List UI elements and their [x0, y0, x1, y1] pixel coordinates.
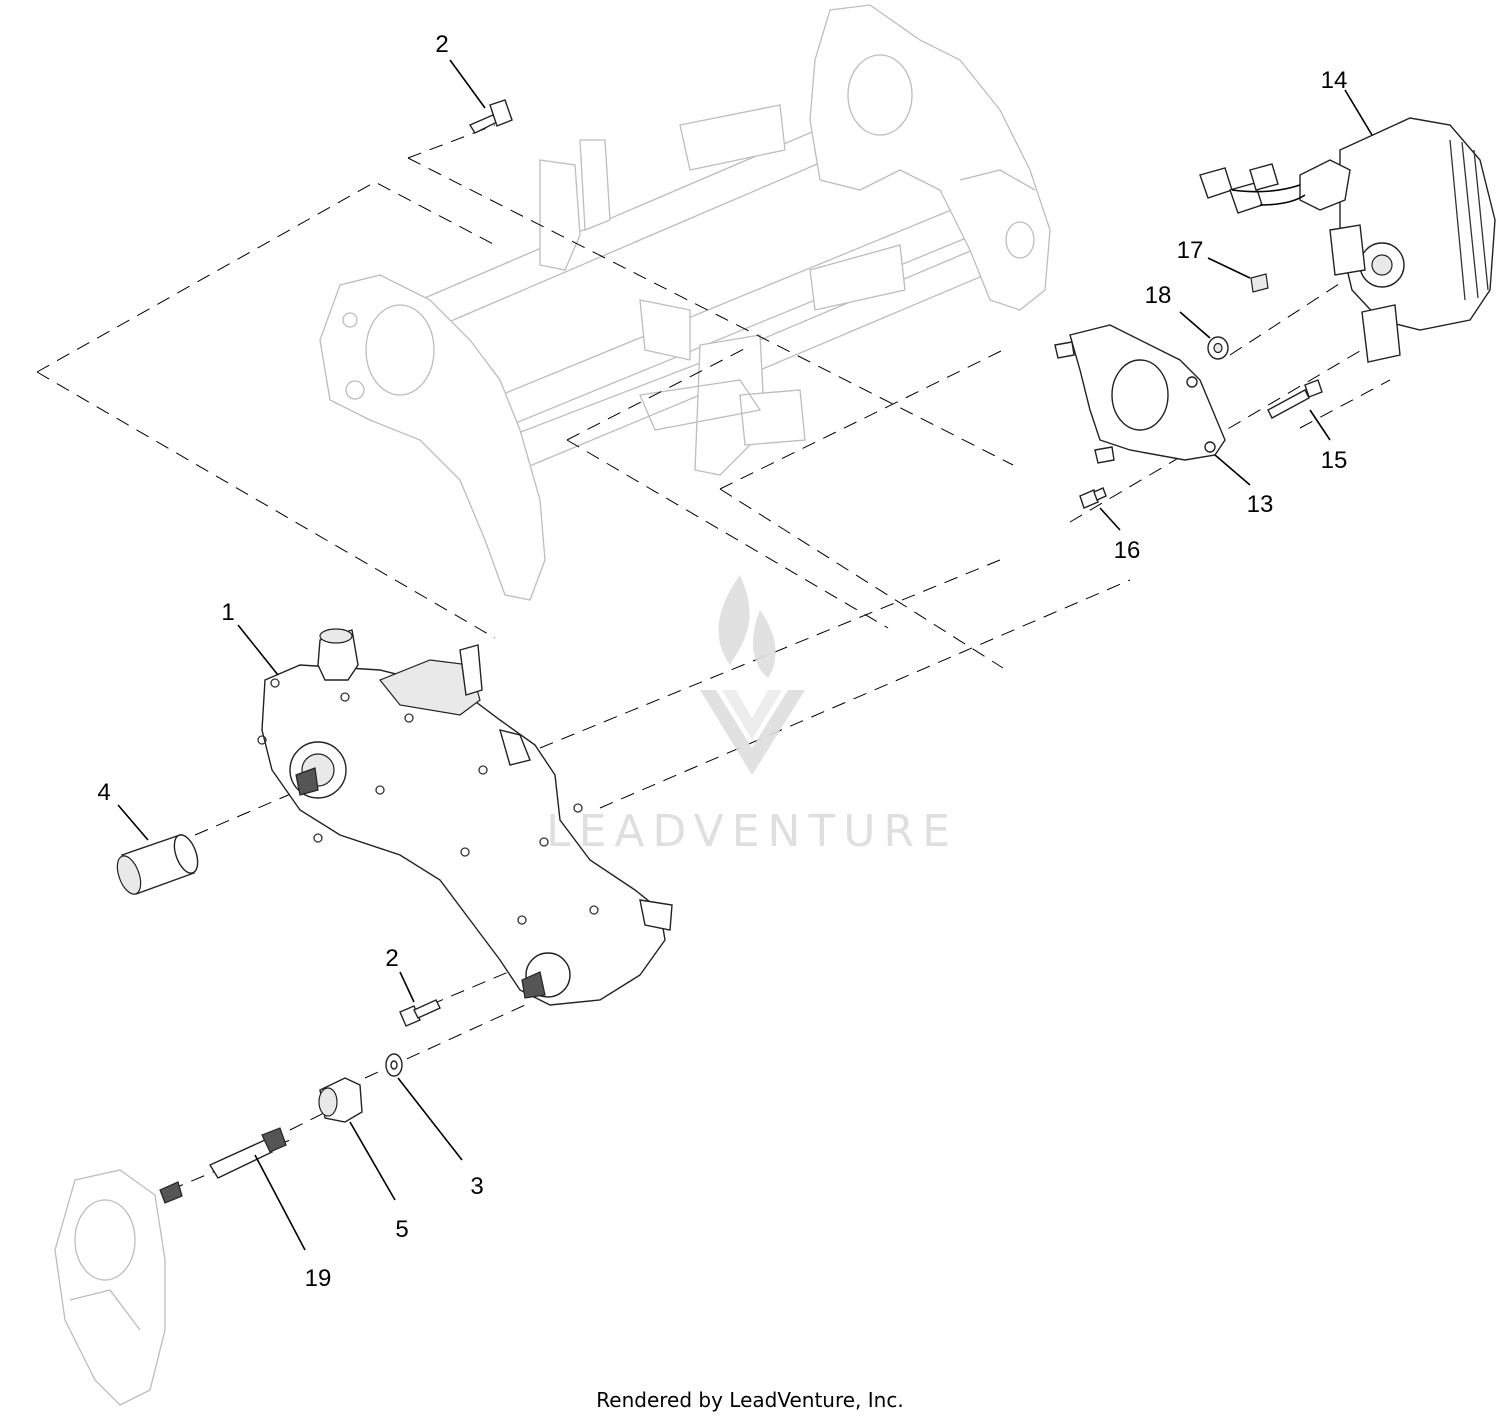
footer-credit: Rendered by LeadVenture, Inc.	[596, 1388, 904, 1412]
callout-14: 14	[1321, 67, 1348, 94]
part-18-washer	[1207, 336, 1229, 360]
part-3-washer	[385, 1053, 403, 1077]
part-16-screw	[1079, 487, 1107, 509]
callout-5: 5	[395, 1216, 408, 1243]
callout-leaders	[117, 59, 1373, 1251]
callout-16: 16	[1114, 537, 1141, 564]
part-5-coupler	[318, 1077, 363, 1123]
ghost-gearbox-housing	[54, 1169, 166, 1406]
flame-v-logo-icon	[700, 575, 805, 775]
part-4-bearing-sleeve	[116, 834, 199, 895]
ghost-chassis-frame	[319, 4, 1051, 601]
part-17-key	[1250, 273, 1269, 293]
callout-numbers: 1 2 2 3 4 5 13 14 15 16 17 18 19	[97, 31, 1347, 1292]
part-15-long-bolt	[1267, 379, 1323, 419]
part-13-motor-mount-plate	[1054, 324, 1226, 464]
callout-4: 4	[97, 779, 110, 806]
watermark: LEADVENTURE	[546, 575, 958, 857]
callout-13: 13	[1247, 491, 1274, 518]
callout-17: 17	[1177, 237, 1204, 264]
callout-15: 15	[1321, 447, 1348, 474]
callout-2-top: 2	[435, 31, 448, 58]
part-14-electric-motor	[1199, 117, 1496, 363]
part-19-splined-shaft	[159, 1127, 287, 1204]
callout-2-bottom: 2	[385, 945, 398, 972]
part-2-bolt-bottom	[399, 999, 441, 1027]
watermark-text: LEADVENTURE	[546, 806, 958, 857]
part-1-transaxle-gearbox	[257, 628, 673, 1006]
dashed-guide-lines	[36, 124, 1391, 1191]
callout-3: 3	[470, 1173, 483, 1200]
callout-1: 1	[221, 599, 234, 626]
callout-18: 18	[1145, 282, 1172, 309]
part-2-bolt-top	[468, 99, 513, 134]
callout-19: 19	[305, 1265, 332, 1292]
